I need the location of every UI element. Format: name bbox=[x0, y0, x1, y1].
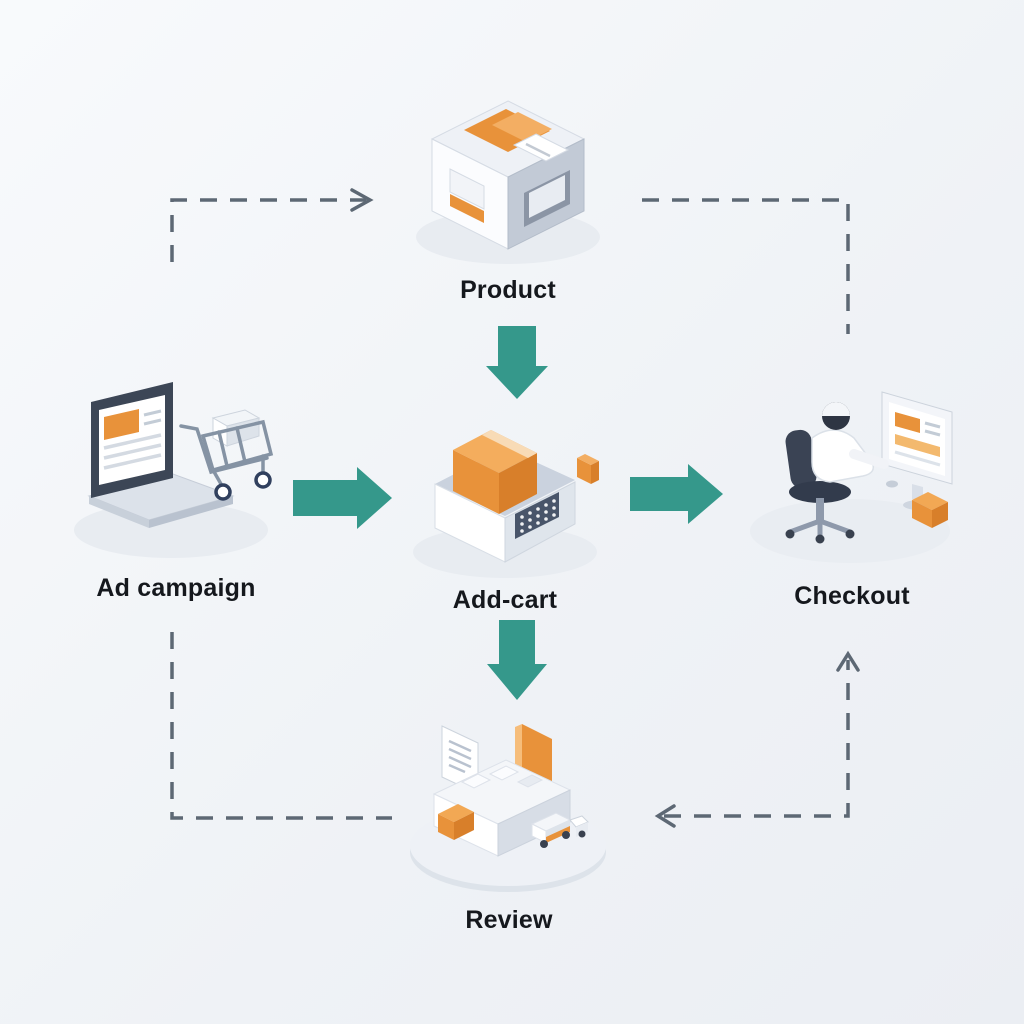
node-product: Product bbox=[388, 85, 628, 305]
cart-box-icon bbox=[413, 430, 599, 578]
node-ad-campaign: Ad campaign bbox=[56, 368, 296, 603]
node-checkout: Checkout bbox=[732, 366, 972, 611]
dashed-product-to-checkout bbox=[642, 198, 850, 334]
laptop-cart-icon bbox=[74, 382, 274, 558]
arrow-addcart-to-review bbox=[487, 620, 547, 700]
arrow-product-to-addcart bbox=[486, 326, 548, 399]
node-label-checkout: Checkout bbox=[794, 582, 910, 610]
node-label-add-cart: Add-cart bbox=[452, 586, 558, 614]
node-label-ad-campaign: Ad campaign bbox=[96, 574, 256, 602]
product-box-icon bbox=[416, 100, 600, 264]
arrow-addcart-to-checkout bbox=[630, 464, 723, 524]
node-label-product: Product bbox=[460, 276, 556, 304]
node-label-review: Review bbox=[465, 906, 553, 934]
node-review: Review bbox=[389, 700, 629, 935]
review-desk-icon bbox=[410, 724, 606, 892]
node-add-cart: Add-cart bbox=[385, 400, 625, 615]
dashed-adcampaign-to-product bbox=[170, 188, 374, 262]
person-desk-icon bbox=[750, 391, 953, 563]
arrow-adcampaign-to-addcart bbox=[293, 467, 392, 529]
dashed-review-checkout-corner bbox=[654, 650, 860, 828]
dashed-adcampaign-to-review bbox=[170, 632, 392, 820]
